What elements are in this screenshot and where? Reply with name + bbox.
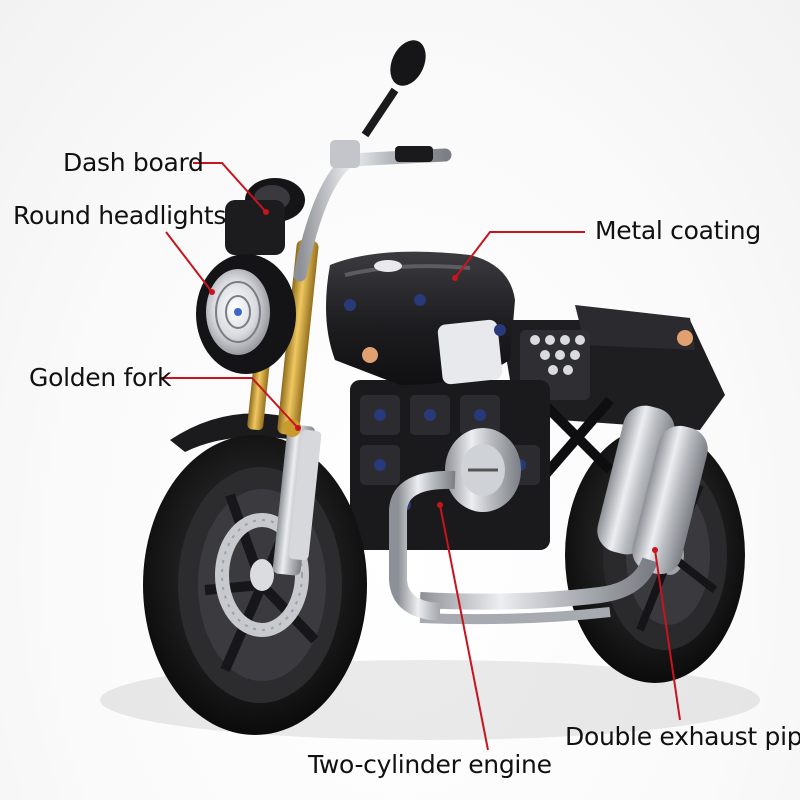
exhaust-pipes <box>419 405 708 625</box>
handlebar <box>293 40 452 282</box>
headlight <box>196 254 296 374</box>
callout-two-cylinder-engine: Two-cylinder engine <box>308 750 552 779</box>
leader-dash-board <box>193 162 267 213</box>
leader-round-headlights <box>165 231 213 293</box>
leader-two-cylinder <box>439 504 489 751</box>
leader-metal-coating <box>454 231 585 279</box>
callout-metal-coating: Metal coating <box>595 216 761 245</box>
leader-double-exhaust <box>654 549 681 721</box>
callout-double-exhaust-pipe: Double exhaust pipe <box>565 722 800 751</box>
callout-dash-board: Dash board <box>63 148 204 177</box>
front-wheel <box>143 435 367 735</box>
callout-leaders <box>160 162 681 751</box>
callout-golden-fork: Golden fork <box>29 363 172 392</box>
fuel-tank <box>326 251 515 385</box>
callout-round-headlights: Round headlights <box>13 201 227 230</box>
rear-frame <box>500 305 725 479</box>
engine <box>350 380 550 621</box>
leader-golden-fork <box>160 377 299 429</box>
front-fender <box>170 413 300 452</box>
dashboard <box>225 178 305 255</box>
